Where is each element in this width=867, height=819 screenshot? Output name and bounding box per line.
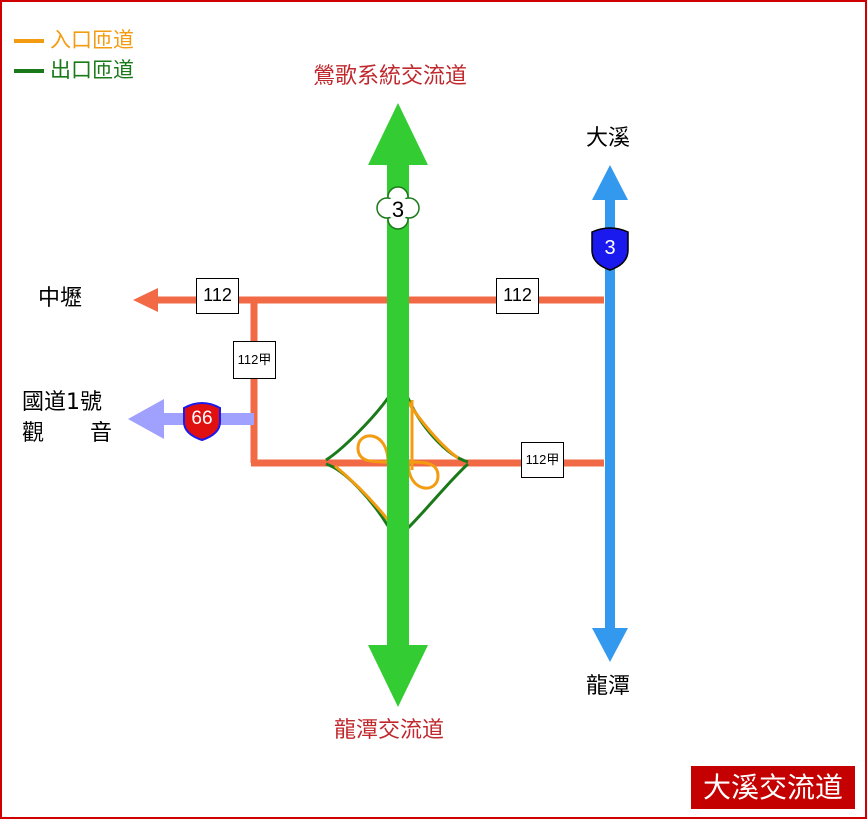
route-112a-vertical-sign: 112甲 — [233, 341, 276, 379]
road-112-arrow-west — [133, 288, 158, 312]
exit-ramp-se — [406, 462, 469, 530]
destination-north-main: 鶯歌系統交流道 — [313, 64, 468, 89]
expressway-shield-icon — [183, 402, 221, 442]
exit-ramp-loop-sw — [325, 462, 390, 527]
destination-south-provincial: 龍潭 — [586, 674, 631, 699]
provincial-shield-icon — [591, 227, 629, 271]
freeway-3-arrow-south — [368, 645, 428, 707]
exit-ramp-loop-ne — [406, 397, 469, 464]
route-112-left-sign: 112 — [196, 278, 239, 314]
destination-west-66-line2a: 觀 — [22, 421, 45, 446]
legend-exit-swatch — [14, 69, 44, 73]
route-112a-right-sign: 112甲 — [521, 442, 564, 478]
legend-entry-label: 入口匝道 — [50, 28, 134, 52]
interchange-title: 大溪交流道 — [691, 766, 855, 809]
entry-ramp-sw — [334, 464, 390, 521]
provincial-shield-number: 3 — [604, 237, 615, 259]
freeway-shield-icon — [376, 186, 420, 230]
route-112-right-sign: 112 — [496, 278, 539, 314]
expressway-66-arrow-west — [128, 399, 164, 439]
legend-exit-label: 出口匝道 — [50, 58, 134, 82]
expressway-shield-number: 66 — [191, 408, 212, 429]
entry-ramp-ne — [406, 401, 459, 460]
entry-ramp-loop-w — [356, 434, 390, 464]
destination-south-main: 龍潭交流道 — [334, 718, 445, 743]
destination-west-112: 中壢 — [38, 286, 83, 311]
legend-entry-swatch — [14, 39, 44, 43]
entry-ramp-loop-e — [406, 460, 440, 490]
exit-ramp-nw — [325, 397, 390, 462]
freeway-3-arrow-north — [368, 103, 428, 165]
legend-exit: 出口匝道 — [14, 54, 134, 84]
destination-north-provincial: 大溪 — [586, 126, 631, 151]
freeway-shield-number: 3 — [392, 197, 404, 222]
provincial-3-arrow-north — [592, 165, 628, 200]
legend-entry: 入口匝道 — [14, 24, 134, 54]
provincial-3-arrow-south — [592, 628, 628, 662]
destination-west-66-line1: 國道1號 — [22, 390, 102, 415]
destination-west-66-line2b: 音 — [90, 421, 113, 446]
